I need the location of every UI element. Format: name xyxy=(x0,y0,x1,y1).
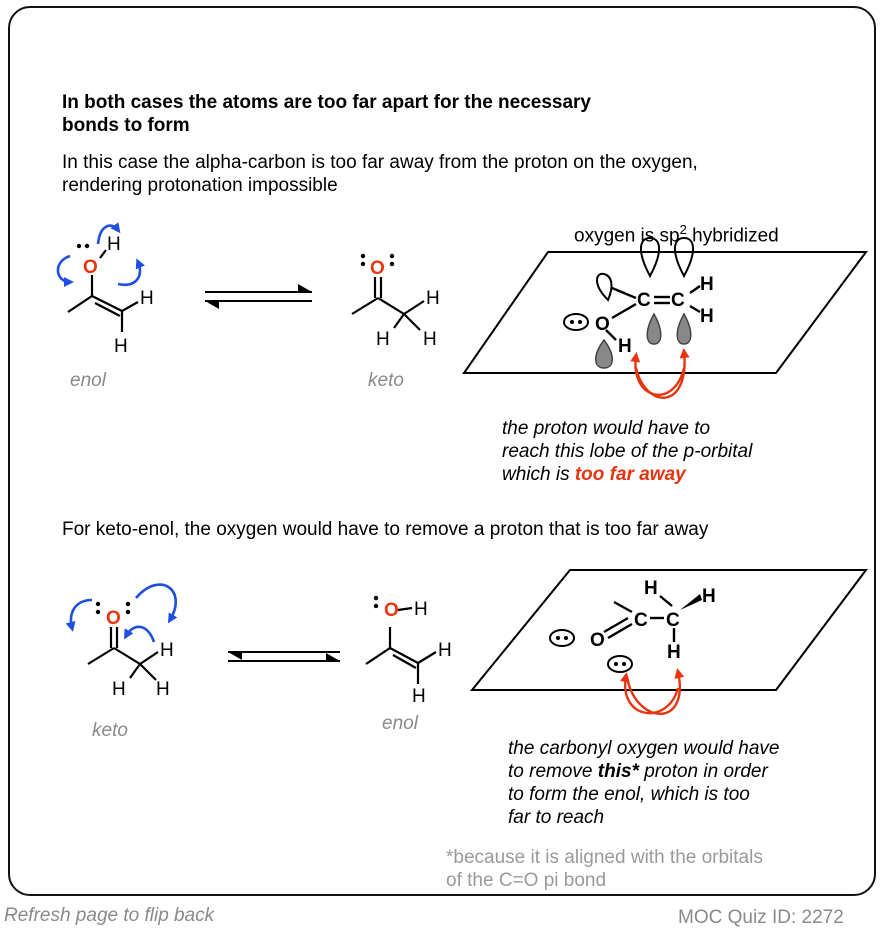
keto-oxygen: O xyxy=(370,258,385,279)
footnote-line-1: *because it is aligned with the orbitals xyxy=(446,847,763,868)
enol-oh-hydrogen: H xyxy=(107,234,121,255)
p-orbital-bottom-lobe-2 xyxy=(676,312,692,345)
case1-keto-structure: O H H H xyxy=(351,253,440,350)
case2-orbital-plane: C C H H H O xyxy=(469,569,868,716)
case2-enol-oh-h: H xyxy=(414,599,428,620)
case2-keto-structure: O H H H xyxy=(65,583,178,700)
case1-description-line-1: In this case the alpha-carbon is too far… xyxy=(62,152,698,173)
case1-note-line-3: which is too far away xyxy=(502,464,686,485)
case2-enol-structure: O H H H xyxy=(365,595,452,707)
curved-arrow-2 xyxy=(56,254,74,287)
case2-note-line-1: the carbonyl oxygen would have xyxy=(508,738,780,759)
p-orbital-top-lobe-1 xyxy=(640,236,660,279)
case1-enol-label: enol xyxy=(70,370,106,391)
case2-lone-pair-2 xyxy=(607,655,633,673)
case2-curved-arrow-2 xyxy=(135,583,178,624)
plane-c2: C xyxy=(671,290,685,311)
case1-keto-label: keto xyxy=(368,370,404,391)
case2-lone-pair-1 xyxy=(549,629,575,647)
orbital-title: oxygen is sp2 hybridized xyxy=(574,222,779,247)
refresh-hint: Refresh page to flip back xyxy=(4,905,215,926)
case1-equilibrium-arrows xyxy=(205,284,312,309)
plane-oxygen: O xyxy=(595,314,610,335)
case2-curved-arrow-3 xyxy=(124,625,156,643)
plane-oh-h: H xyxy=(618,336,632,357)
lone-pair-orbital xyxy=(563,313,589,331)
plane-c1: C xyxy=(637,290,651,311)
curved-arrow-1 xyxy=(96,222,121,245)
enol-oxygen: O xyxy=(83,257,98,278)
case1-note-line-2: reach this lobe of the p-orbital xyxy=(502,441,753,462)
case2-enol-h2: H xyxy=(412,686,426,707)
plane-h1: H xyxy=(700,274,714,295)
case2-enol-label: enol xyxy=(382,713,418,734)
case2-keto-label: keto xyxy=(92,720,128,741)
heading-line-2: bonds to form xyxy=(62,115,190,136)
case2-plane-h-bottom: H xyxy=(667,642,681,663)
case2-plane-c1: C xyxy=(634,610,648,631)
case2-enol-oxygen: O xyxy=(384,600,399,621)
case2-keto-h2: H xyxy=(112,679,126,700)
case2-red-distance-arrow xyxy=(626,668,685,716)
case2-note-line-4: far to reach xyxy=(508,807,605,828)
plane-h2: H xyxy=(700,306,714,327)
p-orbital-top-lobe-2 xyxy=(674,236,694,279)
enol-vinyl-h1: H xyxy=(140,288,154,309)
case2-plane-h-top: H xyxy=(644,578,658,599)
red-distance-arrow xyxy=(634,348,690,399)
sp2-lobe-open xyxy=(596,272,613,302)
case2-keto-oxygen: O xyxy=(106,608,121,629)
case2-description: For keto-enol, the oxygen would have to … xyxy=(62,519,709,540)
keto-h1: H xyxy=(426,288,440,309)
case2-plane-h-right: H xyxy=(702,586,716,607)
too-far-away-emphasis: too far away xyxy=(574,464,686,485)
heading-line-1: In both cases the atoms are too far apar… xyxy=(62,92,592,113)
this-emphasis: this* xyxy=(597,761,639,782)
enol-vinyl-h2: H xyxy=(114,336,128,357)
quiz-id: MOC Quiz ID: 2272 xyxy=(678,907,844,928)
p-orbital-bottom-lobe-1 xyxy=(646,312,662,345)
case2-note-line-3: to form the enol, which is too xyxy=(508,784,750,805)
diagram-card xyxy=(8,6,876,896)
footnote-line-2: of the C=O pi bond xyxy=(446,870,607,891)
case2-plane-c2: C xyxy=(666,610,680,631)
case1-description-line-2: rendering protonation impossible xyxy=(62,175,338,196)
case2-plane-oxygen: O xyxy=(590,630,605,651)
curved-arrow-3 xyxy=(117,258,145,287)
case2-keto-h1: H xyxy=(160,640,174,661)
keto-h3: H xyxy=(423,329,437,350)
oxygen-p-lobe-filled xyxy=(595,338,613,369)
case1-note-line-1: the proton would have to xyxy=(502,418,711,439)
case1-orbital-plane: C C H H O H xyxy=(462,236,868,399)
case2-curved-arrow-1 xyxy=(65,598,93,632)
case2-enol-h1: H xyxy=(438,640,452,661)
case2-equilibrium-arrows xyxy=(228,651,340,662)
keto-h2: H xyxy=(376,329,390,350)
case2-note-line-2: to remove this* proton in order xyxy=(508,761,768,782)
case2-keto-h3: H xyxy=(156,679,170,700)
case1-enol-structure: O H H H xyxy=(56,222,154,357)
